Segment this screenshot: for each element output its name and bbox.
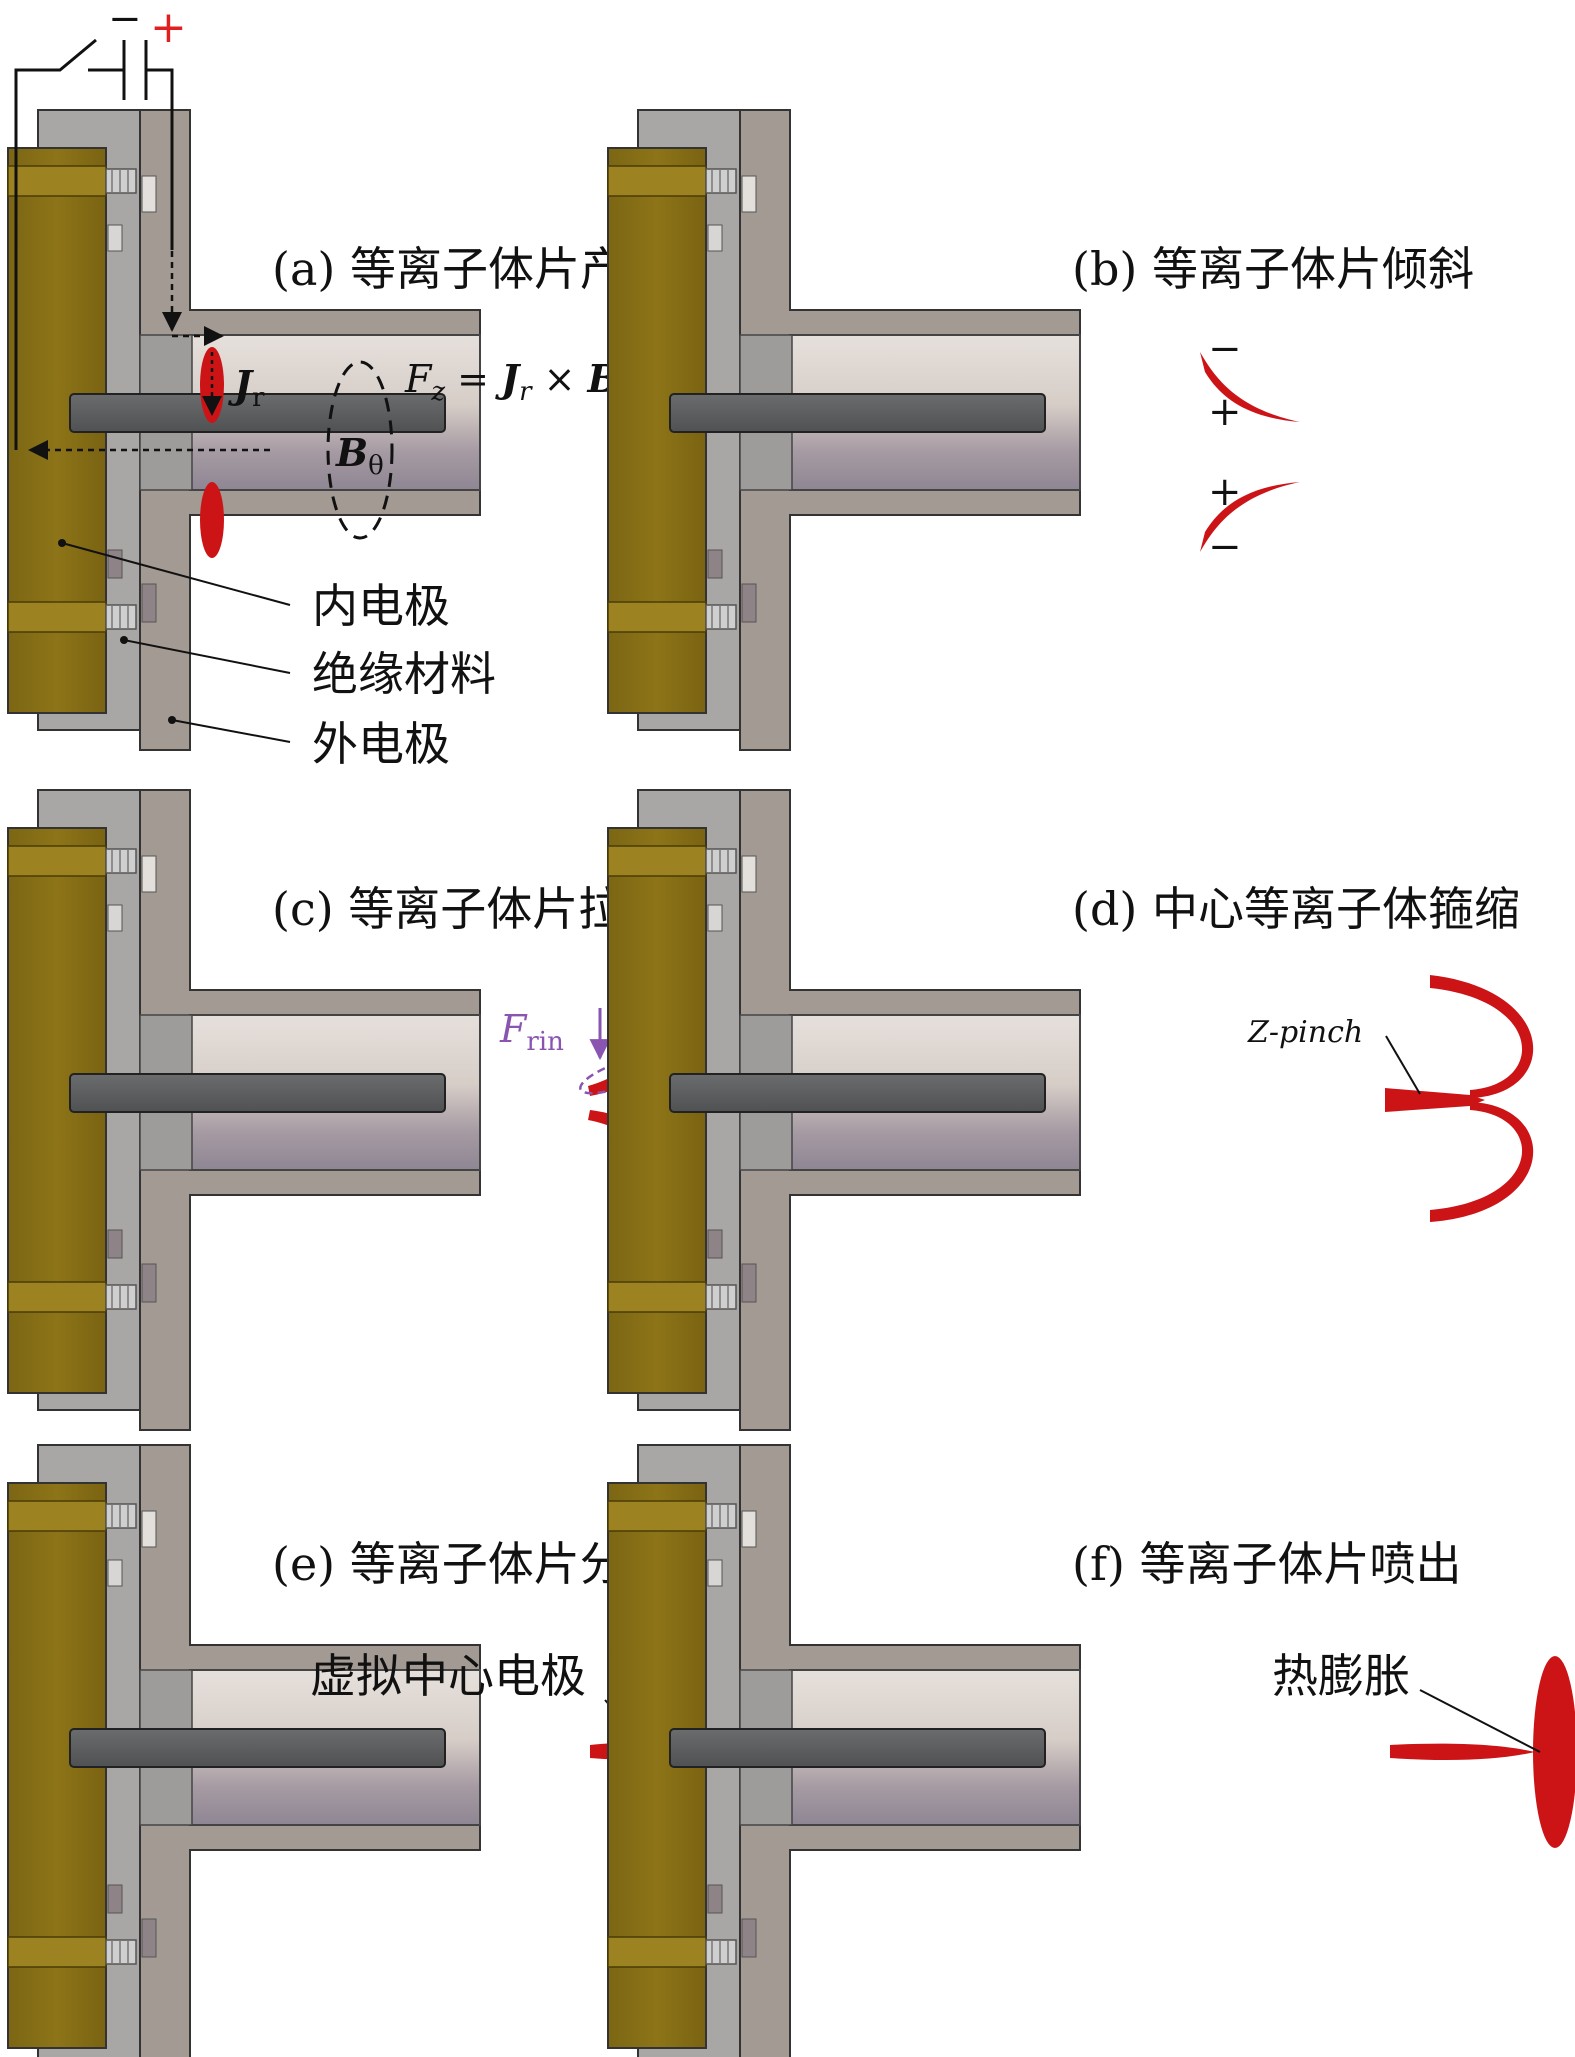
z-pinch-leader bbox=[1385, 1035, 1421, 1095]
plasma-sheet-lower bbox=[200, 482, 224, 558]
plasma-ejected-disk bbox=[1533, 1656, 1575, 1848]
sign-4: − bbox=[1208, 524, 1242, 570]
panel-b-title: (b) 等离子体片倾斜 bbox=[1072, 242, 1474, 296]
sign-1: − bbox=[1208, 326, 1242, 372]
panel-a-title: (a) 等离子体片产生 bbox=[272, 242, 672, 296]
apparatus-d bbox=[607, 789, 1081, 1431]
sign-3: + bbox=[1208, 469, 1242, 515]
plasma-jet-column bbox=[1390, 1743, 1535, 1760]
plasma-pinch-column bbox=[1385, 1088, 1485, 1112]
label-thermal-expansion: 热膨胀 bbox=[1272, 1649, 1410, 1703]
panel-d: Z-pinch (d) 中心等离子体箍缩 bbox=[607, 789, 1534, 1431]
panel-a: − + Jr Fz = Jr × Bθ Bθ (a) 等离子体片产生 内电极 绝… bbox=[7, 0, 672, 771]
label-outer-electrode: 外电极 bbox=[312, 717, 450, 771]
power-plus: + bbox=[150, 2, 187, 53]
panel-d-title: (d) 中心等离子体箍缩 bbox=[1072, 882, 1520, 936]
plasma-pinch-lower-loop bbox=[1430, 1102, 1534, 1222]
sign-2: + bbox=[1208, 389, 1242, 435]
plasma-tilted-lower bbox=[1200, 482, 1300, 552]
current-path-arrows bbox=[14, 130, 270, 460]
label-virtual-center: 虚拟中心电极 bbox=[310, 1649, 586, 1703]
apparatus-b bbox=[607, 109, 1081, 751]
frin-label: Frin bbox=[499, 1007, 564, 1057]
apparatus-f bbox=[607, 1444, 1081, 2057]
panel-c-title: (c) 等离子体片拉伸 bbox=[272, 882, 670, 936]
power-minus: − bbox=[108, 0, 142, 42]
label-insulation: 绝缘材料 bbox=[312, 647, 496, 701]
panel-e-title: (e) 等离子体片分离 bbox=[272, 1537, 672, 1591]
plasma-tilted-upper bbox=[1200, 352, 1300, 422]
panel-b: − + + − (b) 等离子体片倾斜 bbox=[607, 109, 1474, 751]
plasma-pinch-upper-loop bbox=[1430, 975, 1534, 1098]
panel-f-title: (f) 等离子体片喷出 bbox=[1072, 1537, 1462, 1591]
panel-f: 热膨胀 (f) 等离子体片喷出 bbox=[607, 1444, 1575, 2057]
z-pinch-label: Z-pinch bbox=[1247, 1015, 1363, 1050]
b-theta-label: Bθ bbox=[335, 430, 384, 481]
b-theta-loop bbox=[326, 360, 394, 540]
thermal-expansion-leader bbox=[1419, 1689, 1541, 1753]
leader-lines-a bbox=[61, 542, 291, 743]
label-inner-electrode: 内电极 bbox=[312, 579, 450, 633]
fz-equation: Fz = Jr × Bθ bbox=[404, 356, 636, 407]
